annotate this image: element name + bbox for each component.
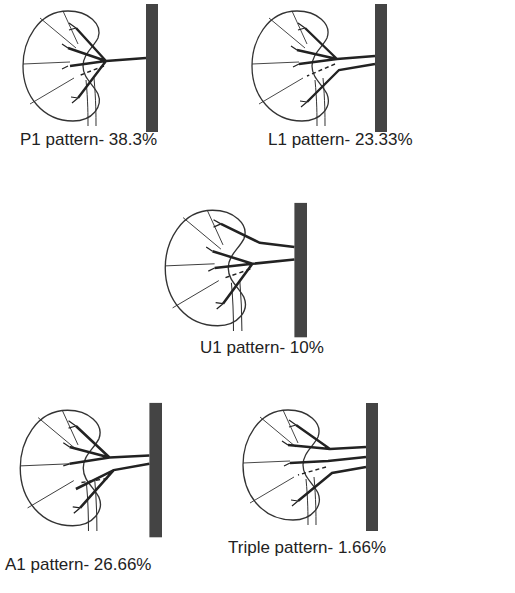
pattern-caption: U1 pattern- 10% xyxy=(200,338,324,358)
renal-artery xyxy=(206,220,294,309)
renal-artery xyxy=(282,420,366,506)
l1-figure xyxy=(252,4,387,132)
a1-figure xyxy=(20,403,162,537)
p1-figure xyxy=(23,4,158,132)
renal-artery xyxy=(291,23,375,107)
pattern-caption: P1 pattern- 38.3% xyxy=(20,130,157,150)
triple-figure xyxy=(243,403,378,531)
kidney-outline xyxy=(165,210,245,331)
aorta-bar xyxy=(294,203,307,337)
kidney-outline xyxy=(252,11,328,126)
pattern-caption: A1 pattern- 26.66% xyxy=(5,555,151,575)
kidney-outline xyxy=(20,410,100,531)
aorta-bar xyxy=(366,403,378,531)
renal-artery xyxy=(63,421,149,513)
pattern-caption: L1 pattern- 23.33% xyxy=(268,130,413,150)
u1-figure xyxy=(165,203,307,337)
kidney-outline xyxy=(23,11,99,126)
aorta-bar xyxy=(146,4,158,132)
renal-artery xyxy=(62,23,146,103)
aorta-bar xyxy=(149,403,162,537)
kidney-outline xyxy=(243,410,319,525)
pattern-caption: Triple pattern- 1.66% xyxy=(228,538,386,558)
aorta-bar xyxy=(375,4,387,132)
